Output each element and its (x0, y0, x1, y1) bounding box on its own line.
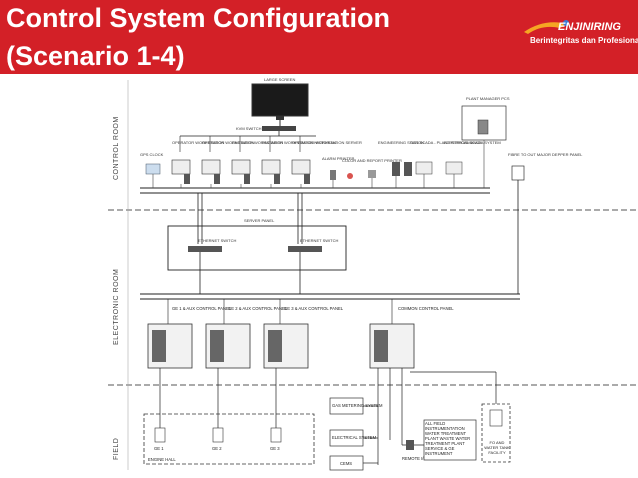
electrical-system-box (329, 429, 364, 447)
engineering-station (392, 162, 400, 176)
field-instruments-label: ALL FIELD INSTRUMENTATION WATER TREATMEN… (425, 421, 471, 456)
gas-metering-label: GAS METERING SYSTEM (332, 403, 383, 408)
ethernet-switch-1-label: ETHERNET SWITCH (198, 238, 236, 243)
historian-station (261, 159, 281, 175)
large-screen-label: LARGE SCREEN (264, 77, 295, 82)
ge2-panel-label: GE 2 & AUX CONTROL PANEL (228, 306, 288, 311)
title-banner (0, 0, 638, 74)
report-printer-label: COLOR AND REPORT PRINTER (342, 158, 402, 163)
electrical-scada-label: ELECTRICAL SCADA SYSTEM (444, 140, 501, 145)
electrical-scada-station (445, 161, 463, 175)
cems-label: CEMS (340, 461, 352, 466)
logo-tagline: Berintegritas dan Profesional (530, 36, 638, 45)
operator-station-3-label: OPERATOR WORKSTATION SERVER (292, 140, 362, 145)
ethernet-switch-2 (288, 246, 322, 252)
ge1-panel-label: GE 1 & AUX CONTROL PANEL (172, 306, 232, 311)
alarm-printer (330, 170, 336, 180)
fibre-connector (511, 165, 525, 181)
logo-name: ENJINIRING (558, 21, 621, 33)
kvm-switch-label: KVM SWITCH (236, 126, 262, 131)
electrical-system-label: ELECTRICAL SYSTEM (332, 435, 377, 440)
ge3-unit (270, 427, 282, 443)
engineer-station-label: ENGINEER WORKSTATION (232, 140, 283, 145)
engine-hall-area (143, 413, 315, 465)
gas-scada-station (415, 161, 433, 175)
page-subtitle: (Scenario 1-4) (6, 41, 185, 71)
ge1-unit (154, 427, 166, 443)
ge2-label: GE 2 (212, 446, 222, 451)
ge2-unit (212, 427, 224, 443)
remote-io (406, 440, 414, 450)
kvm-switch (262, 126, 296, 131)
ge1-label: GE 1 (154, 446, 164, 451)
ge3-panel-label: GE 3 & AUX CONTROL PANEL (284, 306, 344, 311)
zone-label-electronic-room: ELECTRONIC ROOM (113, 269, 120, 345)
operator-station-3 (291, 159, 311, 175)
alarm-printer-label: ALARM PRINTER (322, 156, 355, 161)
operator-station-2 (201, 159, 221, 175)
engineer-station (231, 159, 251, 175)
ge3-label: GE 3 (270, 446, 280, 451)
report-printer (368, 170, 376, 178)
ethernet-switch-2-label: ETHERNET SWITCH (300, 238, 338, 243)
gas-metering-box (329, 397, 364, 415)
zone-label-control-room: CONTROL ROOM (113, 116, 120, 180)
company-logo (524, 20, 569, 34)
operator-station-2-label: OPERATOR WORKSTATION (202, 140, 254, 145)
alarm-horn-icon (347, 173, 353, 179)
operator-station-1 (171, 159, 191, 175)
gps-clock-label: GPS CLOCK (140, 152, 164, 157)
historian-label: ENGINEER WORKSTATION HISTORIAN (262, 140, 336, 145)
remote-io-label: REMOTE I/O (402, 456, 427, 461)
gas-scada-label: GAS SCADA - PLANT PERFORMANCE (410, 140, 482, 145)
logo-swoosh-icon (524, 22, 568, 34)
tank-facility-unit (489, 409, 503, 427)
plant-manager-label: PLANT MANAGER PCS (466, 96, 510, 101)
fibre-connector-label: FIBRE TO OUT MAJOR DEPPER PANEL (508, 152, 583, 157)
server-panel (167, 225, 347, 271)
field-instruments-box (423, 419, 477, 461)
operator-station-1-label: OPERATOR WORKSTATION (172, 140, 224, 145)
plant-manager-pc (477, 119, 489, 135)
tank-facility-area (481, 403, 511, 463)
zone-label-field: FIELD (113, 438, 120, 460)
page-title: Control System Configuration (6, 3, 390, 33)
common-panel-label: COMMON CONTROL PANEL (398, 306, 454, 311)
cems-box (329, 455, 364, 471)
server-panel-label: SERVER PANEL (244, 218, 275, 223)
engine-hall-label: ENGINE HALL (148, 457, 176, 462)
ethernet-switch-1 (188, 246, 222, 252)
large-screen (251, 83, 309, 117)
engineering-station-label: ENGINEERING STATION (378, 140, 424, 145)
tank-facility-label: FO AND WATER TANK FACILITY (484, 440, 510, 455)
gps-clock (145, 163, 161, 175)
